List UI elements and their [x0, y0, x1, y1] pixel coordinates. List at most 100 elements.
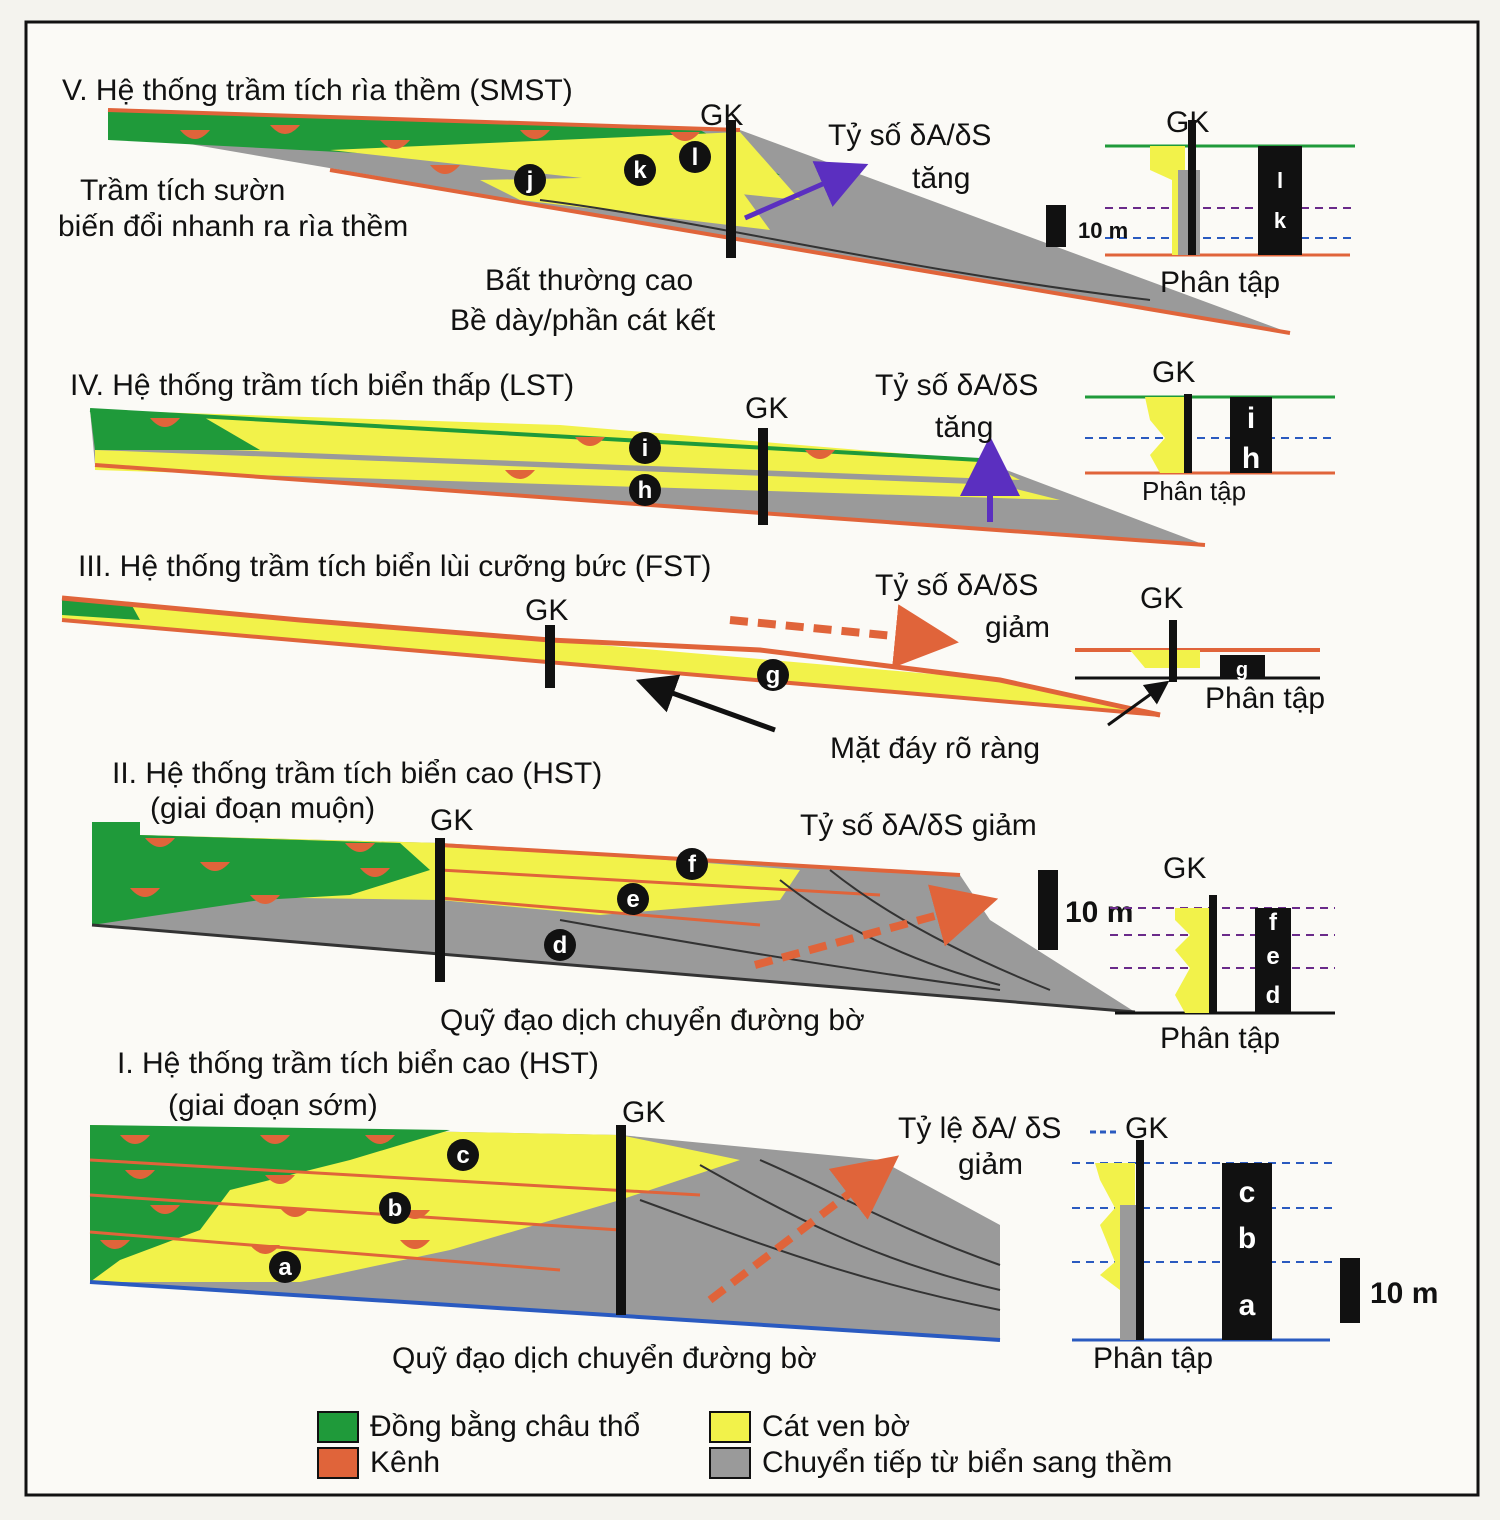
panel-i-scale: 10 m — [1370, 1277, 1438, 1310]
panel-iii-log: g — [1075, 620, 1320, 682]
panel-i-trajectory: Quỹ đạo dịch chuyển đường bờ — [392, 1342, 817, 1375]
svg-text:b: b — [388, 1195, 403, 1222]
panel-v-marker-k: k — [624, 154, 656, 186]
panel-iv-shore-lower — [95, 450, 1060, 500]
panel-iii-col-g: g — [1236, 659, 1248, 681]
panel-v-ratio-1: Tỷ số δA/δS — [828, 119, 991, 152]
svg-text:f: f — [688, 851, 697, 878]
panel-ii-ratio: Tỷ số δA/δS giảm — [800, 809, 1037, 842]
panel-iii-surface-arrow — [1107, 680, 1170, 727]
legend: Đồng bằng châu thổ Kênh Cát ven bờ Chuyể… — [317, 1410, 1172, 1479]
panel-v-shore-2 — [480, 175, 770, 230]
panel-iv-log-gk: GK — [1152, 356, 1195, 389]
panel-v-title: V. Hệ thống trầm tích rìa thềm (SMST) — [62, 74, 573, 107]
panel-iii-top-surface — [61, 595, 1161, 718]
panel-i-gk: GK — [622, 1096, 665, 1129]
panel-iii-shore — [62, 598, 1160, 715]
panel-i-ratio-2: giảm — [958, 1148, 1023, 1181]
panel-v-marker-l: l — [679, 141, 711, 173]
svg-text:g: g — [766, 662, 781, 689]
panel-i: c b a I. Hệ thống trầm tích biển cao (HS… — [89, 1047, 1438, 1375]
panel-i-col-b: b — [1238, 1222, 1256, 1255]
legend-swatch-channel — [317, 1447, 359, 1479]
legend-channel: Kênh — [370, 1446, 440, 1479]
svg-text:j: j — [526, 167, 534, 194]
svg-text:i: i — [642, 435, 649, 462]
panel-v-ratio-arrow — [743, 161, 869, 221]
panel-v-ratio-2: tăng — [912, 162, 970, 195]
panel-iii-log-label: Phân tập — [1205, 682, 1325, 715]
panel-ii-gk: GK — [430, 804, 473, 837]
panel-iv: i h IV. Hệ thống trầm tích biển thấp (LS… — [70, 356, 1335, 547]
panel-iii-back-arrow — [635, 674, 776, 733]
panel-ii-scale: 10 m — [1065, 896, 1133, 929]
panel-v-anomaly-1: Bất thường cao — [485, 264, 693, 297]
svg-text:c: c — [456, 1142, 469, 1169]
panel-v-base-surface — [329, 168, 1291, 335]
panel-iv-delta — [90, 410, 260, 450]
panel-iv-log-label: Phân tập — [1142, 476, 1246, 506]
panel-i-marker-b: b — [379, 1192, 411, 1224]
legend-transition: Chuyển tiếp từ biển sang thềm — [762, 1446, 1172, 1479]
panel-v-anomaly-2: Bề dày/phần cát kết — [450, 304, 716, 337]
panel-i-log: c b a — [1072, 1130, 1335, 1342]
panel-iv-marker-h: h — [629, 474, 661, 506]
panel-iv-col-i: i — [1247, 402, 1255, 435]
panel-iv-shore-upper — [90, 410, 1020, 480]
panel-i-log-gk: GK — [1125, 1112, 1168, 1145]
panel-iii-log-gk: GK — [1140, 582, 1183, 615]
panel-v-scale: 10 m — [1078, 218, 1128, 243]
panel-v: j k l V. Hệ thống trầm tích rìa thềm (SM… — [58, 74, 1355, 337]
panel-i-log-label: Phân tập — [1093, 1342, 1213, 1375]
panel-iv-gk: GK — [745, 392, 788, 425]
panel-iv-col-h: h — [1242, 442, 1260, 475]
legend-delta: Đồng bằng châu thổ — [370, 1410, 640, 1443]
panel-v-col-k: k — [1274, 208, 1287, 233]
panel-ii-subtitle: (giai đoạn muộn) — [150, 792, 375, 825]
svg-text:l: l — [692, 144, 699, 171]
legend-swatch-transition — [709, 1447, 751, 1479]
panel-ii-title: II. Hệ thống trầm tích biển cao (HST) — [112, 757, 602, 790]
panel-iii-title: III. Hệ thống trầm tích biển lùi cưỡng b… — [78, 550, 711, 583]
panel-iii: g III. Hệ thống trầm tích biển lùi cưỡng… — [61, 550, 1325, 765]
panel-v-col-l: l — [1277, 168, 1283, 193]
svg-text:a: a — [278, 1254, 292, 1281]
panel-i-ratio-1: Tỷ lệ δA/ δS — [898, 1112, 1061, 1145]
panel-v-clinoform — [539, 199, 1151, 301]
svg-text:d: d — [553, 932, 568, 959]
panel-ii-marker-f: f — [676, 848, 708, 880]
panel-i-trajectory-arrow — [707, 1155, 900, 1304]
panel-v-gk: GK — [700, 99, 743, 132]
panel-iii-ratio-arrow — [729, 604, 959, 668]
panel-i-col-c: c — [1239, 1176, 1256, 1209]
panel-i-title: I. Hệ thống trầm tích biển cao (HST) — [117, 1047, 599, 1080]
panel-iv-log: i h — [1085, 394, 1335, 475]
panel-v-top-surface — [107, 108, 741, 132]
panel-ii-marker-e: e — [617, 883, 649, 915]
panel-i-subtitle: (giai đoạn sớm) — [168, 1089, 378, 1122]
panel-i-internal-surfaces — [89, 1158, 701, 1272]
panel-ii-trajectory: Quỹ đạo dịch chuyển đường bờ — [440, 1004, 865, 1037]
panel-iii-marker-g: g — [757, 659, 789, 691]
panel-ii-col-f: f — [1269, 909, 1278, 936]
panel-ii-log-label: Phân tập — [1160, 1022, 1280, 1055]
legend-swatch-delta — [317, 1411, 359, 1443]
panel-iv-ratio-2: tăng — [935, 411, 993, 444]
panel-iii-gk: GK — [525, 594, 568, 627]
legend-shore: Cát ven bờ — [762, 1410, 910, 1443]
panel-v-note-2: biến đổi nhanh ra rìa thềm — [58, 210, 408, 243]
panel-iii-surface: Mặt đáy rõ ràng — [830, 732, 1040, 765]
panel-ii-delta — [92, 822, 430, 925]
panel-i-marker-c: c — [447, 1139, 479, 1171]
panel-v-note-1: Trầm tích sườn — [80, 174, 285, 207]
panel-ii-log: f e d — [1110, 895, 1335, 1015]
panel-ii-trajectory-arrow — [753, 884, 999, 969]
panel-iii-ratio-2: giảm — [985, 611, 1050, 644]
panel-v-marker-j: j — [514, 164, 546, 196]
svg-text:h: h — [638, 477, 653, 504]
panel-i-col-a: a — [1239, 1289, 1256, 1322]
panel-ii-log-gk: GK — [1163, 852, 1206, 885]
panel-v-log-label: Phân tập — [1160, 266, 1280, 299]
